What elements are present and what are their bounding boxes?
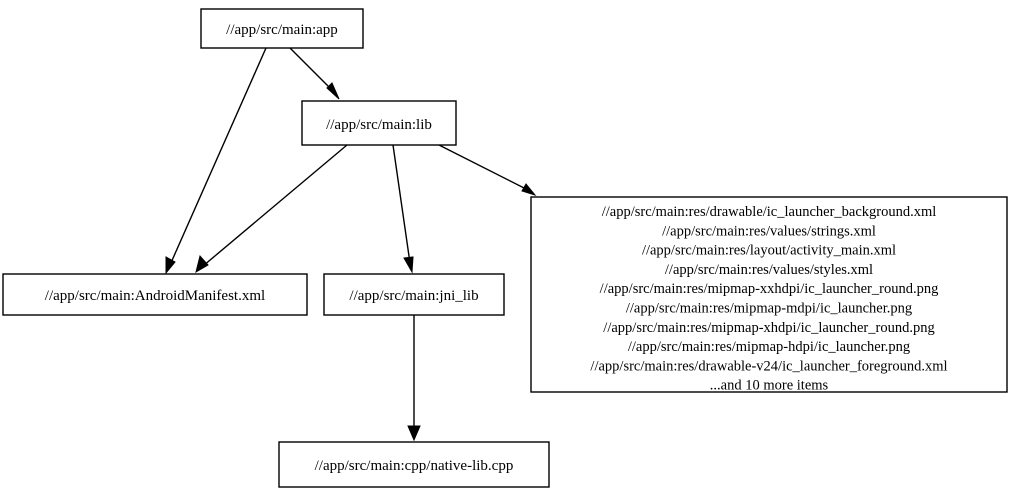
node-box[interactable] [301,100,457,146]
resource-item-label: //app/src/main:res/mipmap-mdpi/ic_launch… [626,301,912,317]
arrowhead-icon [165,256,176,275]
node-label: //app/src/main:AndroidManifest.xml [45,288,265,304]
resource-item-label: //app/src/main:res/drawable-v24/ic_launc… [590,358,947,374]
graph-edge-app-to-manifest [165,47,267,275]
graph-edge-lib-to-jni_lib [392,144,414,274]
arrowhead-icon [407,425,421,442]
graph-node-resources[interactable]: //app/src/main:res/drawable/ic_launcher_… [530,196,1008,394]
graph-edge-jni_lib-to-native_lib [407,315,421,442]
edge-line [438,144,529,191]
node-box[interactable] [200,8,364,49]
resource-item-label: //app/src/main:res/mipmap-xxhdpi/ic_laun… [600,281,939,297]
arrowhead-icon [521,183,537,196]
resource-item-label: //app/src/main:res/layout/activity_main.… [642,243,896,259]
resource-item-label: ...and 10 more items [710,378,829,394]
graph-edge-lib-to-resources [438,144,537,196]
node-box[interactable] [278,441,550,488]
graph-node-app[interactable]: //app/src/main:app [200,8,364,49]
graph-node-jni_lib[interactable]: //app/src/main:jni_lib [323,273,505,316]
arrowhead-icon [326,82,340,100]
graph-node-native_lib[interactable]: //app/src/main:cpp/native-lib.cpp [278,441,550,488]
edge-line [392,144,411,264]
resource-node-layer: //app/src/main:res/drawable/ic_launcher_… [530,196,1008,394]
edges-layer [165,47,537,442]
arrowhead-icon [195,254,209,274]
node-box[interactable] [323,273,505,316]
graph-node-manifest[interactable]: //app/src/main:AndroidManifest.xml [2,273,308,316]
edge-line [202,144,348,267]
node-box[interactable] [530,196,1008,393]
node-label: //app/src/main:cpp/native-lib.cpp [315,458,514,474]
arrowhead-icon [403,256,414,274]
resource-item-label: //app/src/main:res/values/styles.xml [665,262,873,278]
resource-item-label: //app/src/main:res/values/strings.xml [662,223,876,239]
node-label: //app/src/main:jni_lib [349,288,478,304]
node-label: //app/src/main:lib [326,117,432,133]
edge-line [169,47,267,266]
node-box[interactable] [2,273,308,316]
edge-line [289,47,335,93]
resource-item-label: //app/src/main:res/drawable/ic_launcher_… [602,204,937,220]
graph-edge-app-to-lib [289,47,340,100]
resource-item-label: //app/src/main:res/mipmap-hdpi/ic_launch… [628,339,910,355]
resource-item-label: //app/src/main:res/mipmap-xhdpi/ic_launc… [603,320,934,336]
graph-node-lib[interactable]: //app/src/main:lib [301,100,457,146]
graph-edge-lib-to-manifest [195,144,348,274]
nodes-layer: //app/src/main:app //app/src/main:lib //ap… [2,8,550,488]
node-label: //app/src/main:app [226,22,338,38]
